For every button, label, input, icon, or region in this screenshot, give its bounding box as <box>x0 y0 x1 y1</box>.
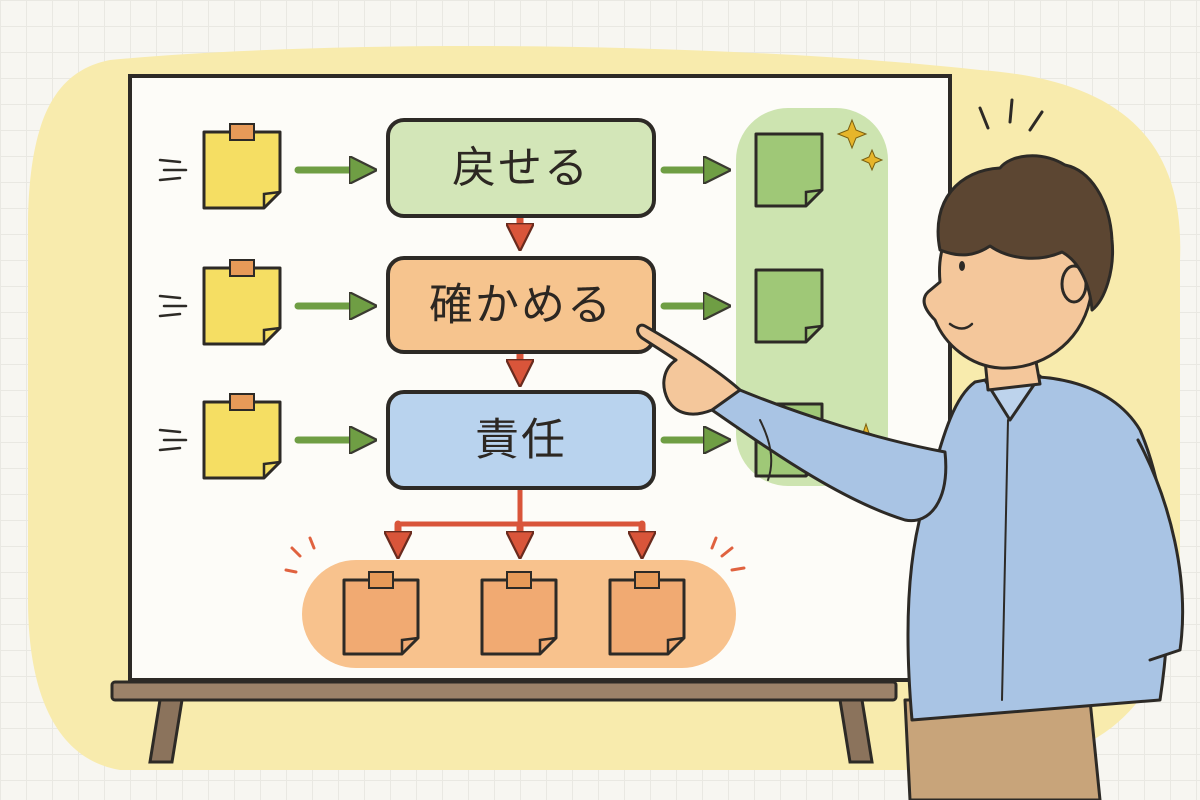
person <box>636 98 1185 800</box>
process-box: 責任 <box>386 390 656 490</box>
process-box-label: 確かめる <box>429 280 613 331</box>
motion-marks <box>158 294 188 318</box>
result-note <box>480 571 558 656</box>
motion-marks <box>158 158 188 182</box>
easel-stand <box>110 680 898 764</box>
result-note <box>608 571 686 656</box>
result-notes <box>342 571 686 656</box>
motion-marks <box>158 428 188 452</box>
input-note <box>202 123 282 210</box>
result-note <box>342 571 420 656</box>
input-notes <box>158 123 282 480</box>
sparkle-icon <box>836 118 868 150</box>
process-box-label: 戻せる <box>452 143 590 194</box>
emphasis-marks <box>284 536 746 574</box>
output-note <box>754 268 824 344</box>
input-note <box>202 259 282 346</box>
person-hair <box>936 154 1115 312</box>
person-shirt <box>906 375 1170 722</box>
person-hand <box>636 323 742 416</box>
person-arm <box>710 386 948 523</box>
process-box: 確かめる <box>386 256 656 354</box>
output-note <box>754 132 824 208</box>
flow-arrows <box>294 170 720 548</box>
sparkle-icon <box>860 148 884 172</box>
process-box: 戻せる <box>386 118 656 218</box>
input-note <box>202 393 282 480</box>
process-box-label: 責任 <box>475 415 567 466</box>
